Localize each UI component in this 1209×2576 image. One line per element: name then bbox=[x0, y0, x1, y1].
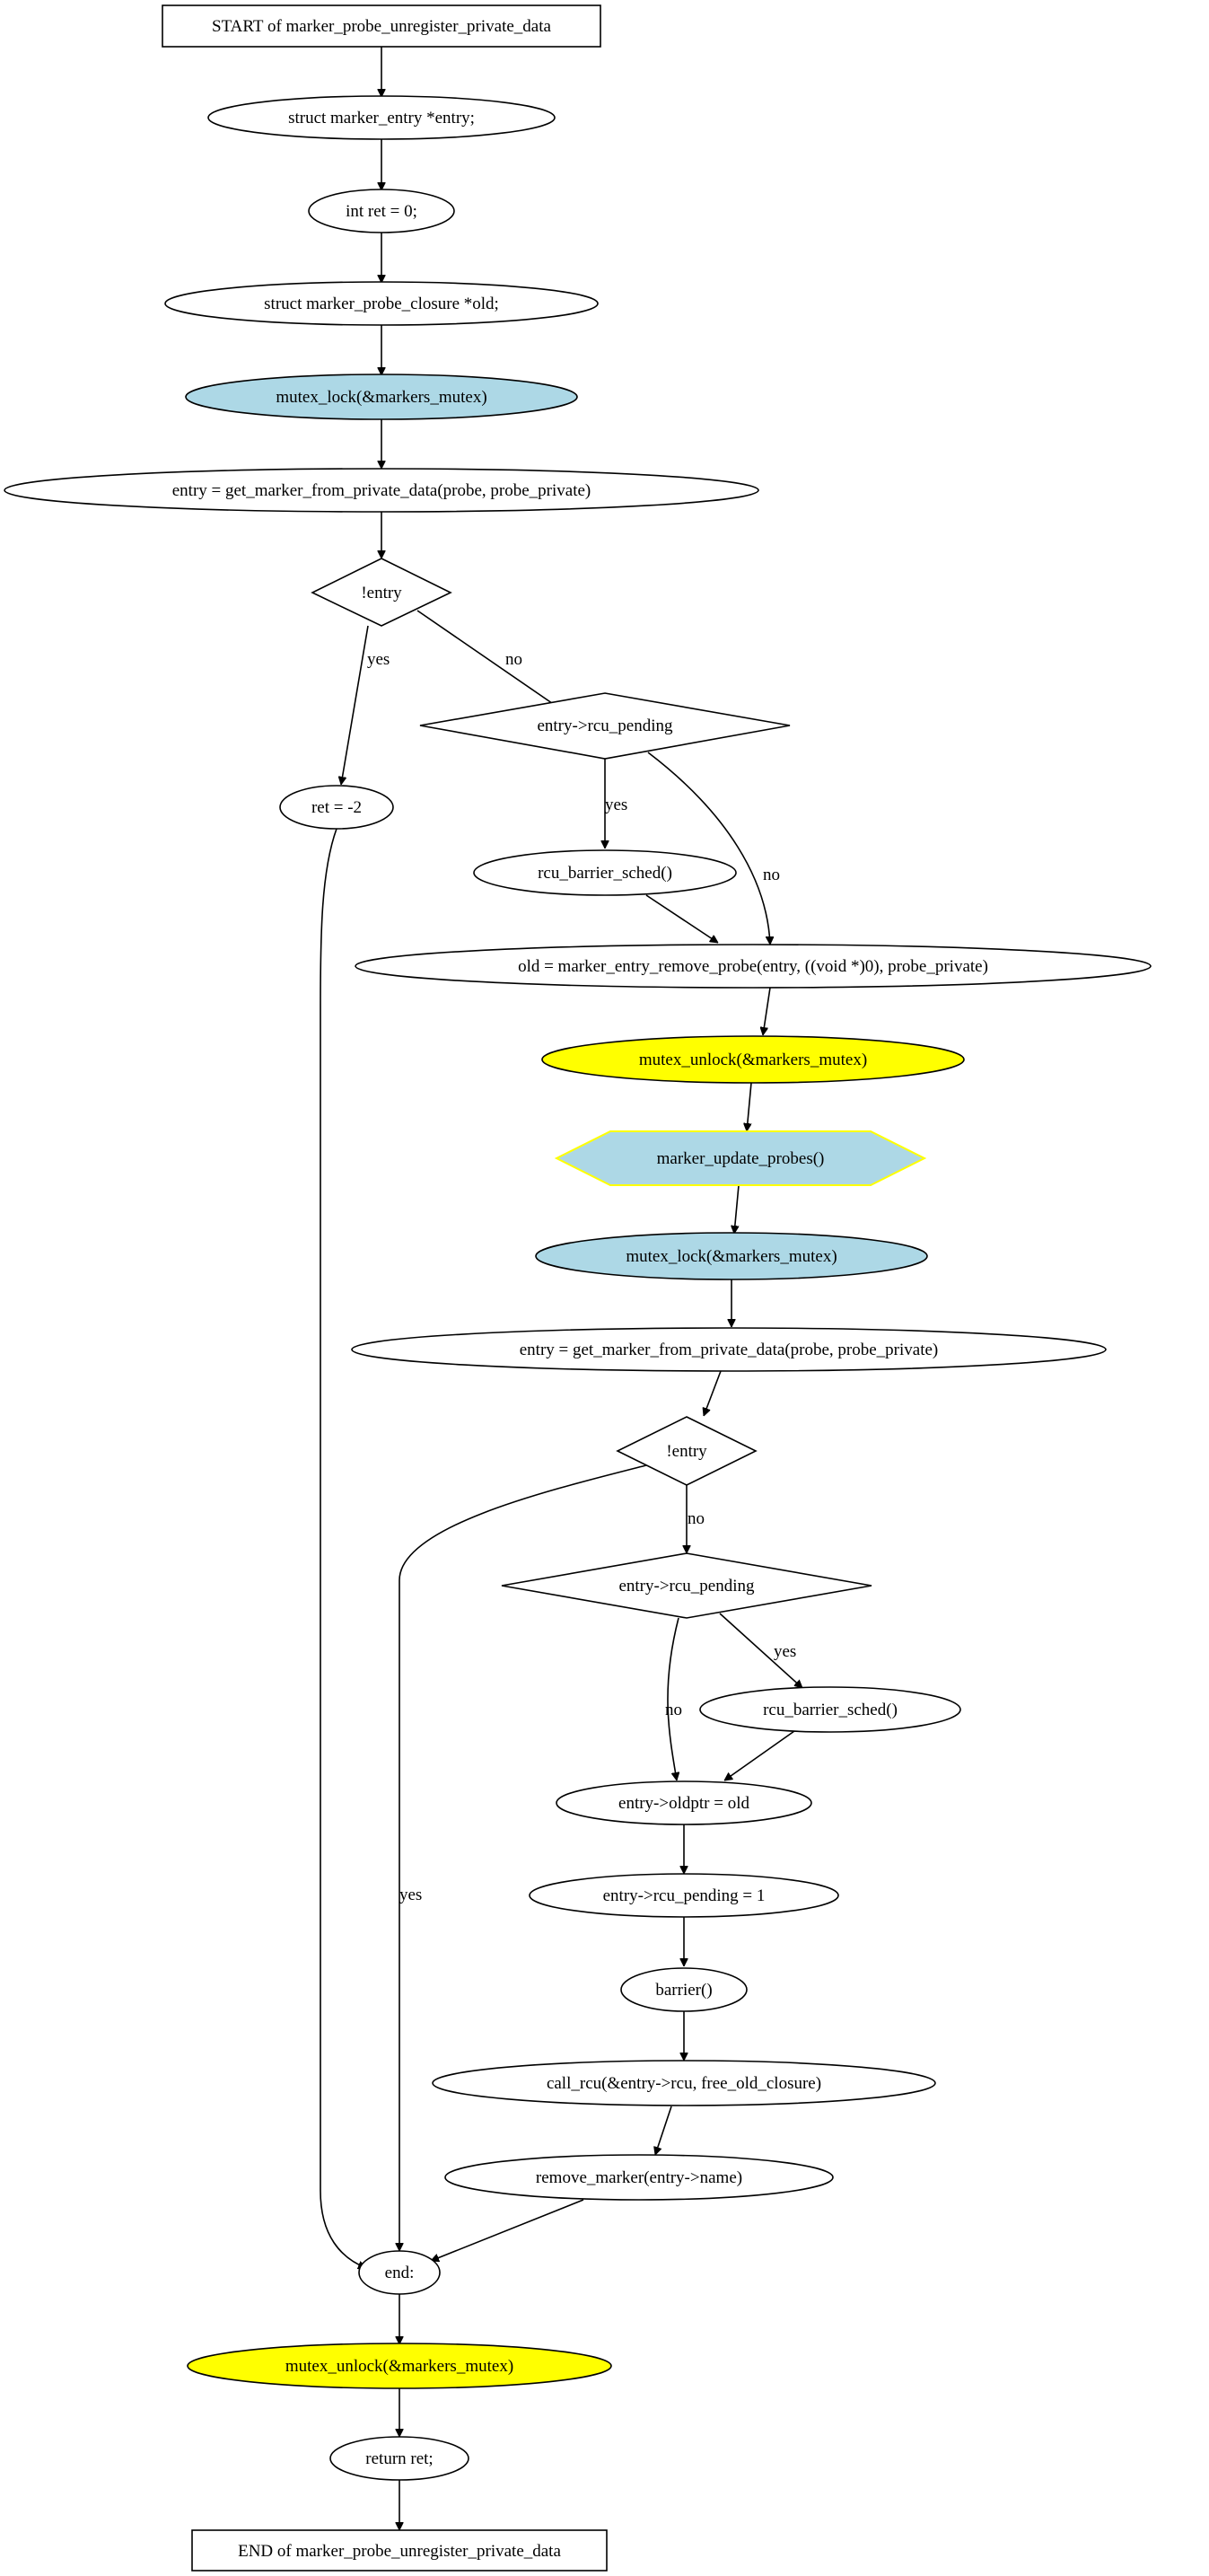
set-oldptr-node: entry->oldptr = old bbox=[556, 1780, 812, 1825]
get-entry-node: entry = get_marker_from_private_data(pro… bbox=[4, 468, 759, 513]
edge-labels: yes no yes no no yes no yes bbox=[367, 650, 796, 1904]
edge-update-to-mutex-lock-2 bbox=[734, 1184, 740, 1234]
edges bbox=[320, 47, 802, 2530]
ret-neg2-node: ret = -2 bbox=[279, 785, 394, 830]
edge-label-no: no bbox=[763, 866, 780, 884]
decl-entry-node: struct marker_entry *entry; bbox=[207, 95, 556, 140]
edge-ret-to-end-label bbox=[320, 828, 366, 2268]
update-probes-label: marker_update_probes() bbox=[657, 1149, 825, 1168]
rcu-pending-2-decision: entry->rcu_pending bbox=[501, 1552, 872, 1619]
rcu-pending-2-label: entry->rcu_pending bbox=[618, 1577, 755, 1596]
mutex-lock-node: mutex_lock(&markers_mutex) bbox=[185, 374, 578, 420]
edge-not-entry-2-yes bbox=[399, 1464, 647, 2251]
get-entry-2-node: entry = get_marker_from_private_data(pro… bbox=[351, 1327, 1107, 1372]
set-oldptr-label: entry->oldptr = old bbox=[618, 1794, 749, 1813]
rcu-barrier-node: rcu_barrier_sched() bbox=[473, 849, 737, 896]
mutex-unlock-label: mutex_unlock(&markers_mutex) bbox=[639, 1051, 867, 1069]
not-entry-2-decision: !entry bbox=[616, 1416, 758, 1486]
decl-old-label: struct marker_probe_closure *old; bbox=[264, 295, 499, 313]
edge-rcu-pending-2-no bbox=[667, 1617, 679, 1780]
set-pending-label: entry->rcu_pending = 1 bbox=[603, 1886, 766, 1905]
return-node: return ret; bbox=[329, 2436, 469, 2481]
mutex-unlock-2-label: mutex_unlock(&markers_mutex) bbox=[285, 2357, 513, 2376]
remove-probe-node: old = marker_entry_remove_probe(entry, (… bbox=[355, 944, 1152, 989]
remove-marker-node: remove_marker(entry->name) bbox=[444, 2154, 834, 2201]
edge-call-rcu-to-remove-marker bbox=[655, 2106, 672, 2155]
get-entry-label: entry = get_marker_from_private_data(pro… bbox=[172, 481, 591, 500]
barrier-node: barrier() bbox=[620, 1967, 748, 2012]
not-entry-label: !entry bbox=[361, 584, 402, 602]
call-rcu-label: call_rcu(&entry->rcu, free_old_closure) bbox=[547, 2074, 821, 2093]
call-rcu-node: call_rcu(&entry->rcu, free_old_closure) bbox=[432, 2060, 936, 2106]
edge-rcu-barrier-2-to-oldptr bbox=[724, 1730, 795, 1781]
end-label-node: end: bbox=[358, 2250, 441, 2295]
edge-unlock-to-update bbox=[747, 1082, 752, 1131]
decl-ret-node: int ret = 0; bbox=[308, 189, 455, 233]
remove-marker-label: remove_marker(entry->name) bbox=[536, 2168, 742, 2187]
edge-label-yes: yes bbox=[367, 650, 390, 669]
end-node: END of marker_probe_unregister_private_d… bbox=[191, 2529, 608, 2572]
decl-ret-label: int ret = 0; bbox=[346, 202, 417, 221]
edge-not-entry-no bbox=[416, 610, 561, 710]
end-label-text: end: bbox=[385, 2264, 415, 2282]
edge-label-no: no bbox=[505, 650, 522, 669]
edge-label-yes: yes bbox=[605, 796, 627, 814]
edge-label-yes: yes bbox=[399, 1886, 422, 1904]
end-node-label: END of marker_probe_unregister_private_d… bbox=[238, 2542, 561, 2561]
mutex-lock-label: mutex_lock(&markers_mutex) bbox=[276, 388, 486, 407]
edge-rcu-pending-no bbox=[647, 752, 770, 945]
edge-rcu-barrier-to-remove-probe bbox=[645, 894, 718, 944]
edge-rcu-pending-2-yes bbox=[719, 1613, 802, 1688]
nodes: START of marker_probe_unregister_private… bbox=[4, 4, 1152, 2572]
rcu-barrier-label: rcu_barrier_sched() bbox=[538, 864, 672, 883]
edge-not-entry-yes bbox=[341, 625, 369, 785]
edge-get-entry-2-to-not-entry-2 bbox=[704, 1370, 722, 1416]
mutex-lock-2-label: mutex_lock(&markers_mutex) bbox=[626, 1247, 837, 1266]
get-entry-2-label: entry = get_marker_from_private_data(pro… bbox=[520, 1341, 939, 1359]
return-label: return ret; bbox=[365, 2449, 433, 2468]
edge-label-no: no bbox=[688, 1509, 705, 1528]
rcu-barrier-2-node: rcu_barrier_sched() bbox=[699, 1686, 961, 1733]
mutex-lock-2-node: mutex_lock(&markers_mutex) bbox=[535, 1232, 928, 1280]
edge-label-yes: yes bbox=[774, 1642, 796, 1661]
rcu-barrier-2-label: rcu_barrier_sched() bbox=[763, 1701, 898, 1719]
edge-remove-probe-to-unlock bbox=[763, 987, 771, 1035]
remove-probe-label: old = marker_entry_remove_probe(entry, (… bbox=[518, 957, 988, 976]
edge-label-no: no bbox=[665, 1701, 682, 1719]
start-node: START of marker_probe_unregister_private… bbox=[162, 4, 601, 48]
update-probes-node: marker_update_probes() bbox=[554, 1130, 927, 1186]
mutex-unlock-node: mutex_unlock(&markers_mutex) bbox=[541, 1035, 965, 1084]
set-pending-node: entry->rcu_pending = 1 bbox=[529, 1873, 839, 1918]
rcu-pending-decision: entry->rcu_pending bbox=[419, 692, 791, 760]
barrier-label: barrier() bbox=[655, 1981, 712, 2000]
decl-entry-label: struct marker_entry *entry; bbox=[288, 109, 475, 127]
decl-old-node: struct marker_probe_closure *old; bbox=[164, 281, 599, 326]
rcu-pending-label: entry->rcu_pending bbox=[537, 717, 673, 735]
ret-neg2-label: ret = -2 bbox=[311, 798, 362, 817]
edge-remove-marker-to-end-label bbox=[431, 2199, 584, 2261]
start-label: START of marker_probe_unregister_private… bbox=[212, 17, 551, 36]
not-entry-decision: !entry bbox=[311, 558, 452, 627]
not-entry-2-label: !entry bbox=[666, 1442, 707, 1461]
mutex-unlock-2-node: mutex_unlock(&markers_mutex) bbox=[187, 2343, 612, 2389]
